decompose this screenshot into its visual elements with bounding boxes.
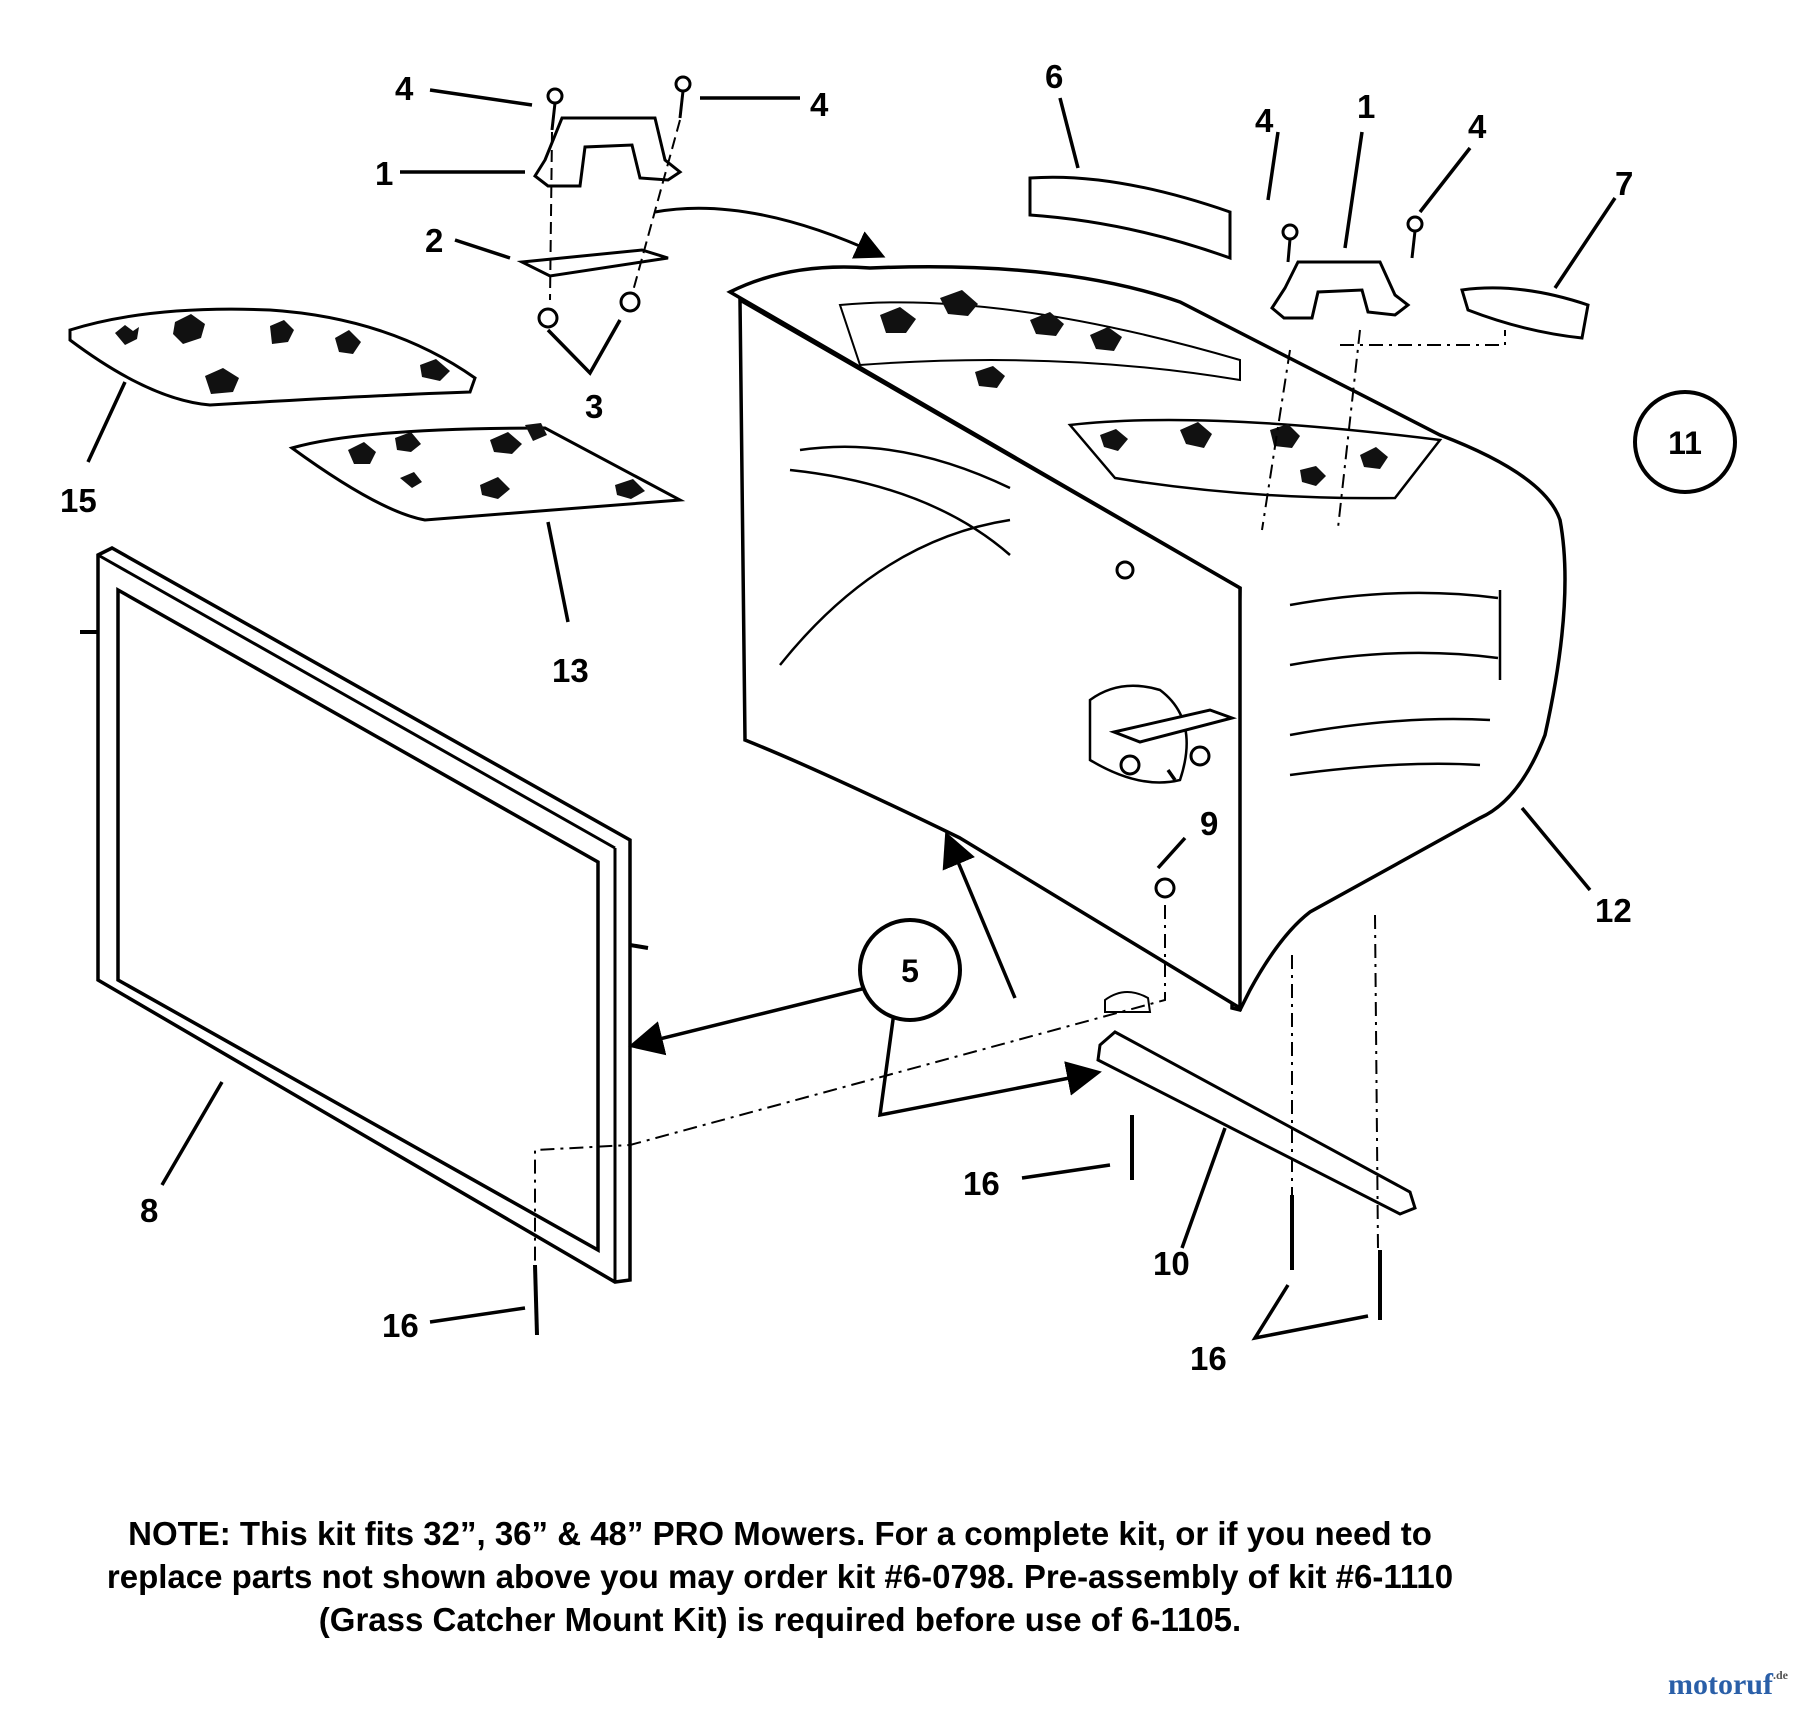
callout-13: 13 <box>552 652 589 689</box>
handle-assembly-left <box>516 75 886 329</box>
note-line-1: NOTE: This kit fits 32”, 36” & 48” PRO M… <box>128 1515 1432 1552</box>
label-plate-6 <box>1028 175 1232 261</box>
handle-assembly-right <box>1270 215 1424 320</box>
callout-15: 15 <box>60 482 97 519</box>
assembly-lines <box>534 329 1506 1265</box>
callout-1-left: 1 <box>375 155 393 192</box>
watermark-tld: .de <box>1773 1668 1788 1682</box>
callout-4-top-left: 4 <box>395 70 414 107</box>
frame-8 <box>80 546 649 1284</box>
note-line-2: replace parts not shown above you may or… <box>106 1558 1454 1595</box>
grass-catcher-body-12 <box>726 264 1567 1013</box>
watermark-logo: motoruf.de <box>1668 1668 1788 1702</box>
screen-panel-15 <box>68 307 477 407</box>
callout-circle-11 <box>1633 390 1737 494</box>
callout-5: 5 <box>901 953 919 989</box>
watermark-brand: motoruf <box>1668 1668 1773 1701</box>
mount-bar-10 <box>1096 1030 1417 1216</box>
bolts-16 <box>533 1115 1382 1336</box>
callout-3: 3 <box>585 388 603 425</box>
callout-4-right-a: 4 <box>1255 102 1274 139</box>
callout-9: 9 <box>1200 805 1218 842</box>
callout-10: 10 <box>1153 1245 1190 1282</box>
callout-6: 6 <box>1045 58 1063 95</box>
callout-16-middle: 16 <box>963 1165 1000 1202</box>
callout-7: 7 <box>1615 165 1633 202</box>
leader-lines <box>86 88 1617 1341</box>
callout-12: 12 <box>1595 892 1632 929</box>
assembly-note: NOTE: This kit fits 32”, 36” & 48” PRO M… <box>60 1512 1500 1641</box>
callout-circle-5 <box>858 918 962 1022</box>
callout-11: 11 <box>1668 425 1702 461</box>
plate-7 <box>1460 286 1590 340</box>
callout-4-right-b: 4 <box>1468 108 1487 145</box>
screen-panel-13 <box>288 423 686 522</box>
callout-2: 2 <box>425 222 443 259</box>
callout-16-left: 16 <box>382 1307 419 1344</box>
callout-8: 8 <box>140 1192 158 1229</box>
callout-4-top-middle: 4 <box>810 86 829 123</box>
callout-16-right: 16 <box>1190 1340 1227 1377</box>
callout-1-right: 1 <box>1357 88 1375 125</box>
note-line-3: (Grass Catcher Mount Kit) is required be… <box>318 1601 1242 1638</box>
